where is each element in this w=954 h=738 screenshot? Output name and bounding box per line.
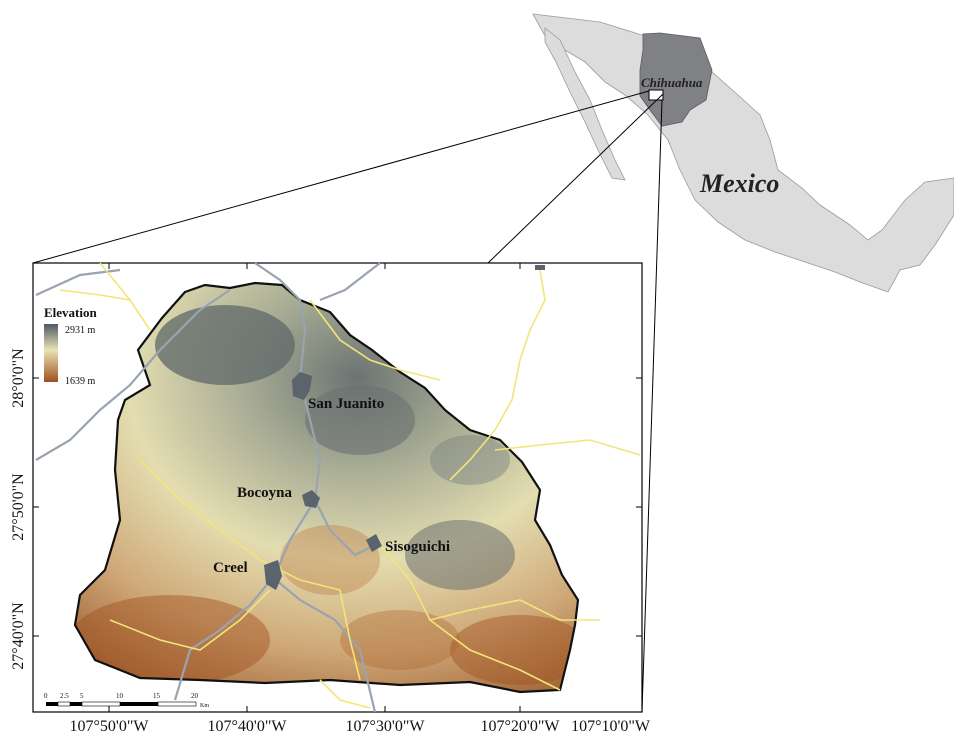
leader-line [641,99,663,713]
low-elevation-zone [450,615,578,685]
leader-line [32,90,650,264]
town-label-bocoyna: Bocoyna [237,485,293,501]
lon-label: 107°40'0"W [208,718,288,735]
scale-bar: 0 2.5 5 10 15 20 Km [44,692,209,709]
legend-color-ramp [44,324,58,382]
baja-peninsula [544,27,626,181]
town-label-sisoguichi: Sisoguichi [385,539,450,555]
legend-min-label: 1639 m [65,376,96,387]
water-bodies [264,265,545,590]
study-area-box [648,89,664,101]
lat-label: 28°0'0"N [10,348,27,408]
chihuahua-label: Chihuahua [641,75,703,90]
river-network [35,262,381,713]
scale-tick: 0 [44,692,48,700]
scale-tick: 5 [80,692,84,700]
elevation-legend: Elevation 2931 m 1639 m [44,305,97,387]
town-label-creel: Creel [213,560,248,576]
high-elevation-zone [305,385,415,455]
low-elevation-zone [340,610,460,670]
region-boundary [73,281,580,694]
mexico-shape [532,13,954,293]
high-elevation-zone [155,305,295,385]
high-elevation-zone [405,520,515,590]
town-label-san-juanito: San Juanito [308,396,384,412]
scale-tick: 15 [153,692,161,700]
scale-tick: 10 [116,692,124,700]
lon-label: 107°50'0"W [70,718,150,735]
inset-map: Chihuahua Mexico [532,13,954,293]
graticule-ticks [33,263,642,712]
legend-title: Elevation [44,305,97,320]
legend-max-label: 2931 m [65,325,96,336]
chihuahua-state [639,32,713,127]
lat-label: 27°40'0"N [10,602,27,670]
lon-label: 107°10'0"W [571,718,651,735]
main-map: San Juanito Bocoyna Sisoguichi Creel Ele… [32,262,643,713]
scale-tick: 20 [191,692,199,700]
low-elevation-zone [75,595,270,685]
mexico-label: Mexico [699,169,779,198]
low-elevation-zone [280,525,380,595]
lon-label: 107°20'0"W [481,718,561,735]
road-network [59,262,641,709]
scale-tick: 2.5 [60,692,69,700]
leader-line [487,93,664,264]
scale-unit: Km [200,703,209,709]
lon-label: 107°30'0"W [346,718,426,735]
lat-label: 27°50'0"N [10,473,27,541]
